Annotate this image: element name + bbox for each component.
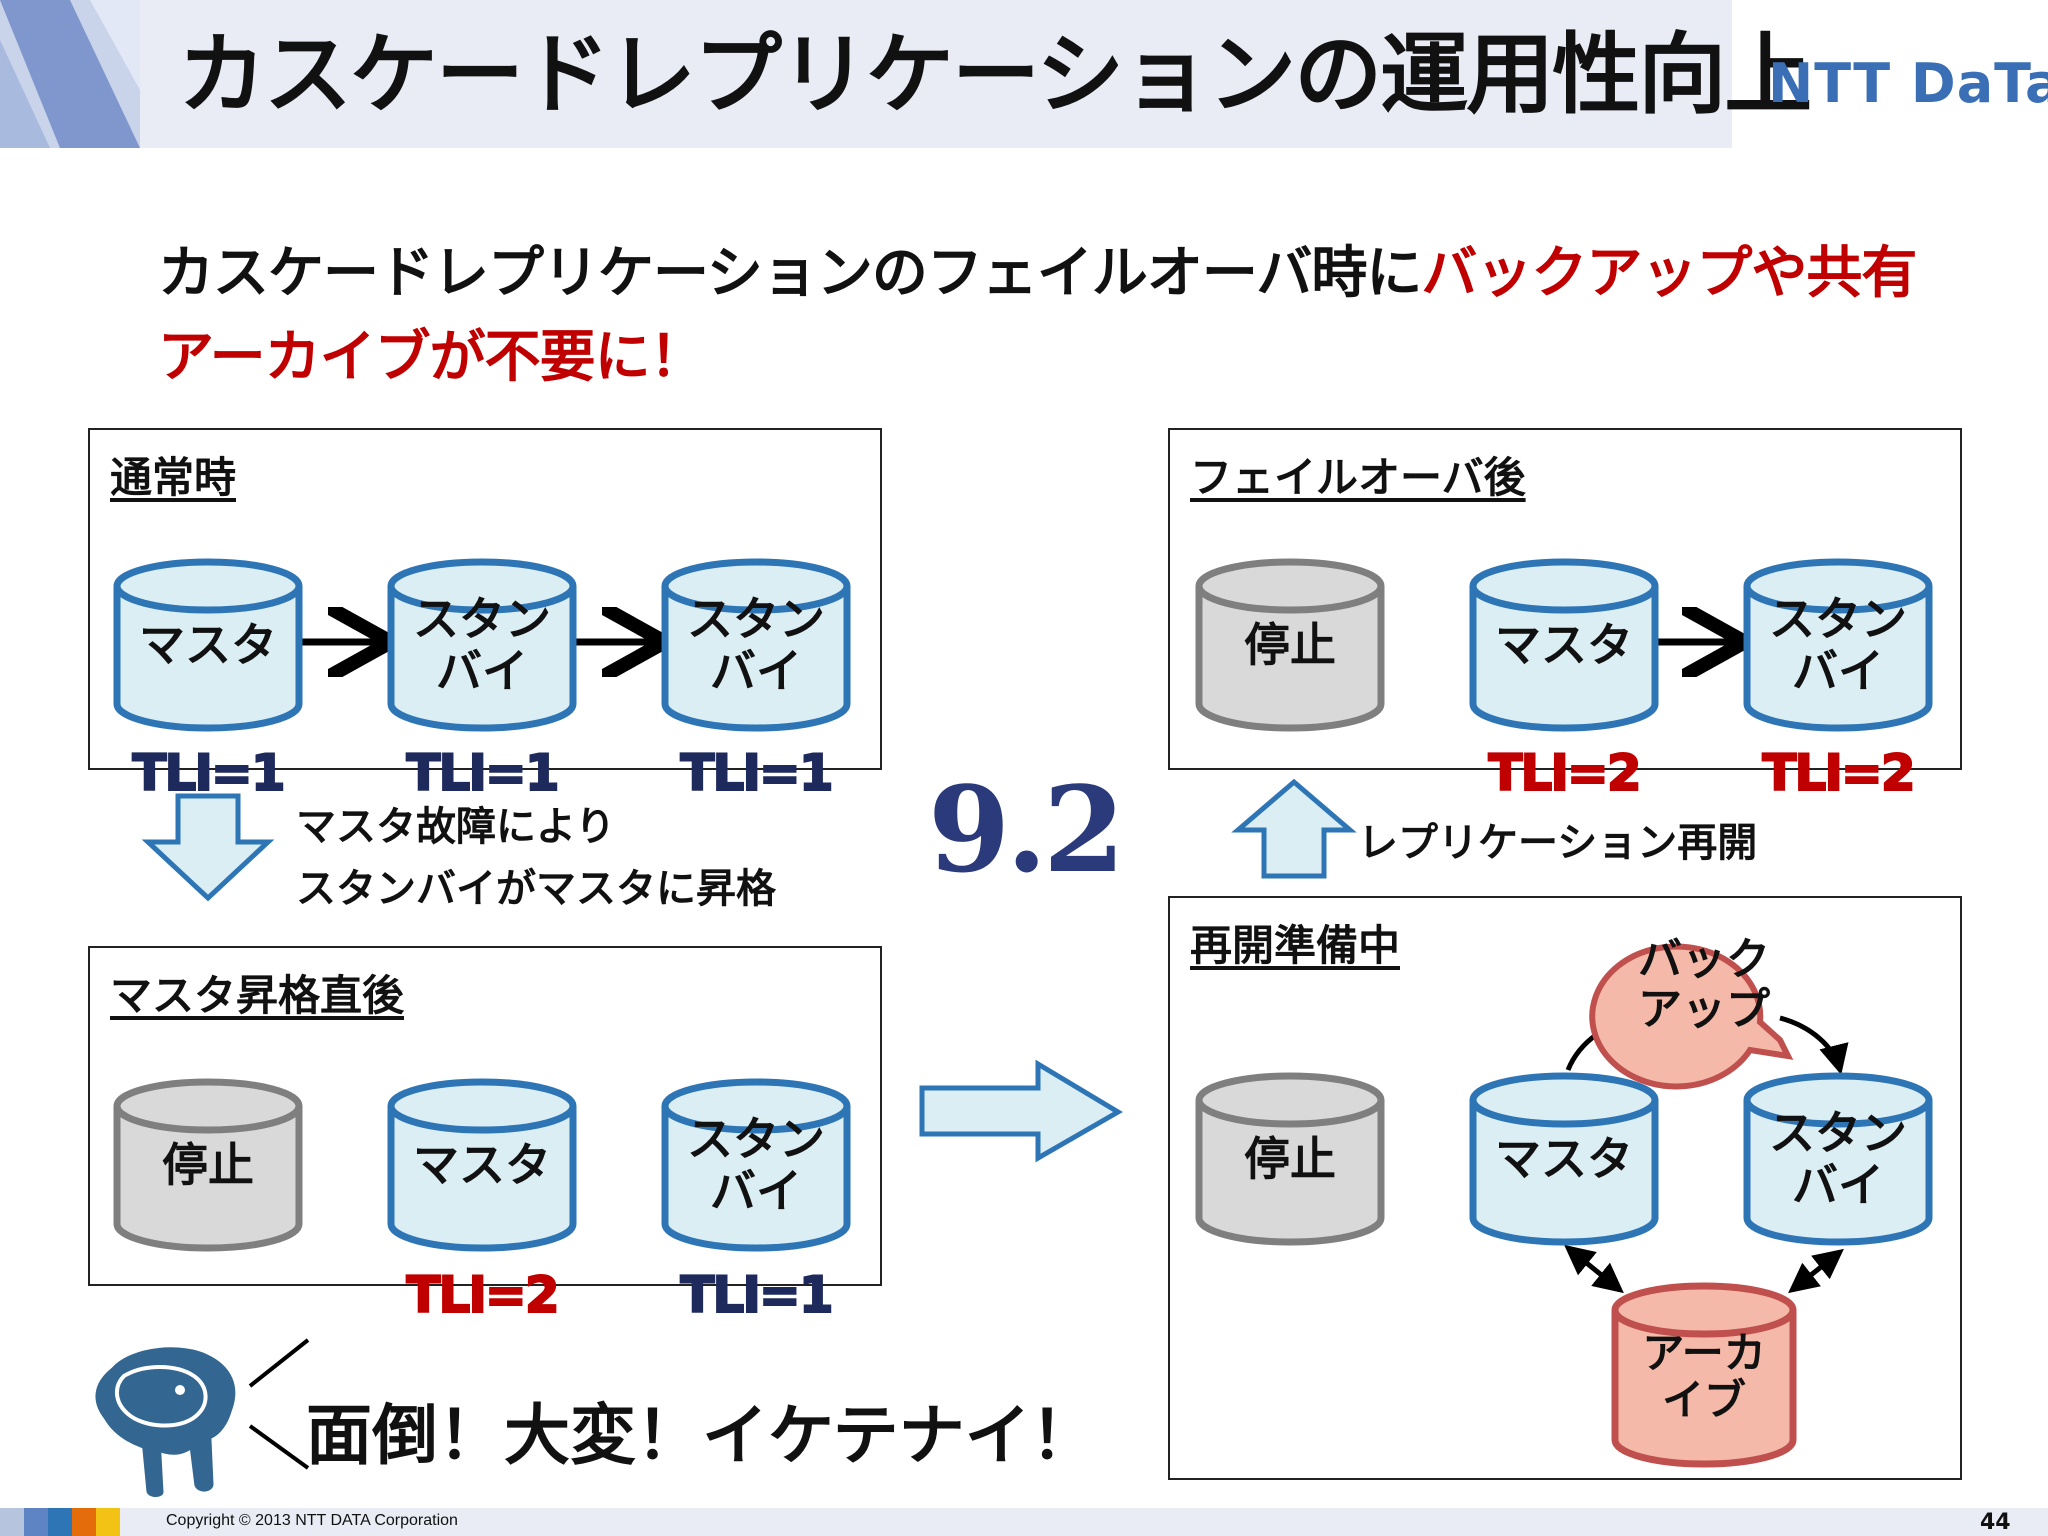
- cylinder-label: スタン: [687, 1112, 825, 1166]
- database-layer: マスタTLI=1スタンバイTLI=1スタンバイTLI=1停止マスタTLI=2スタ…: [113, 558, 1933, 1325]
- cylinder-label: イブ: [1662, 1376, 1746, 1425]
- backup-label-line: バック: [1638, 934, 1770, 985]
- promotion-note-line1: マスタ故障により: [296, 804, 616, 850]
- archive-cylinder: アーカイブ: [1611, 1282, 1797, 1468]
- promotion-note: マスタ故障により スタンバイがマスタに昇格: [296, 796, 776, 920]
- tli-label: TLI=2: [1488, 744, 1639, 802]
- archive-link-arrow: [1564, 1244, 1624, 1294]
- backup-label-line: アップ: [1638, 984, 1770, 1035]
- backup-bubble: [1589, 943, 1794, 1090]
- tli-label: TLI=1: [680, 744, 831, 802]
- stopped-db-cylinder: 停止: [1195, 1072, 1385, 1246]
- cylinder-label: スタン: [1769, 592, 1907, 646]
- db-cylinder: マスタ: [113, 558, 303, 732]
- panel-promoted-title: マスタ昇格直後: [110, 971, 405, 1020]
- db-cylinder: マスタ: [387, 1078, 577, 1252]
- cylinder-label: スタン: [687, 592, 825, 646]
- postgres-elephant-icon: [90, 1342, 241, 1502]
- header-bar: [0, 0, 2048, 148]
- ntt-data-logo: NTT DaTa: [1768, 52, 2048, 115]
- db-cylinder: スタンバイ: [387, 558, 577, 732]
- speech-line: [248, 1338, 310, 1388]
- up-arrow-icon: [1231, 778, 1357, 879]
- db-cylinder: スタンバイ: [1743, 558, 1933, 732]
- stopped-db-cylinder: 停止: [1195, 558, 1385, 732]
- tli-label: TLI=2: [1762, 744, 1913, 802]
- cylinder-label: バイ: [710, 1164, 802, 1218]
- down-arrow-icon: [141, 793, 275, 902]
- speech-line: [248, 1424, 310, 1470]
- cylinder-label: 停止: [162, 1138, 254, 1192]
- backup-cycle-arrow: [1779, 1015, 1849, 1075]
- cylinder-label: スタン: [1769, 1106, 1907, 1160]
- archive-db: アーカイブ: [1611, 1282, 1797, 1468]
- panel-normal-title: 通常時: [110, 453, 237, 502]
- page-number: 44: [1980, 1510, 2011, 1535]
- complaint-text: 面倒！大変！イケテナイ！: [306, 1397, 1097, 1474]
- cylinder-label: バイ: [710, 644, 802, 698]
- stopped-db-cylinder: 停止: [113, 1078, 303, 1252]
- version-label: 9.2: [928, 760, 1125, 899]
- right-arrow-icon: [919, 1059, 1123, 1163]
- cylinder-label: マスタ: [1495, 618, 1633, 672]
- cylinder-label: 停止: [1244, 1132, 1336, 1186]
- cylinder-label: マスタ: [413, 1138, 551, 1192]
- cylinder-label: マスタ: [139, 618, 277, 672]
- tli-label: TLI=1: [680, 1266, 831, 1324]
- db-cylinder: スタンバイ: [661, 558, 851, 732]
- cylinder-label: バイ: [1792, 1158, 1884, 1212]
- db-cylinder: マスタ: [1469, 1072, 1659, 1246]
- cylinder-label: バイ: [1792, 644, 1884, 698]
- db-cylinder: スタンバイ: [1743, 1072, 1933, 1246]
- promotion-note-line2: スタンバイがマスタに昇格: [296, 866, 776, 912]
- tli-label: TLI=1: [406, 744, 557, 802]
- footer-color-squares: [0, 1508, 120, 1536]
- headline-black-text: カスケードレプリケーションのフェイルオーバ時に: [158, 241, 1422, 306]
- headline: カスケードレプリケーションのフェイルオーバ時にバックアップや共有アーカイブが不要…: [158, 232, 1958, 400]
- backup-label: バックアップ: [1638, 934, 1770, 1035]
- cylinder-label: 停止: [1244, 618, 1336, 672]
- corner-decoration: [0, 0, 140, 148]
- copyright: Copyright © 2013 NTT DATA Corporation: [166, 1512, 458, 1529]
- footer-bar: [0, 1508, 2048, 1536]
- slide-title: カスケードレプリケーションの運用性向上: [178, 23, 1812, 126]
- tli-label: TLI=1: [132, 744, 283, 802]
- resume-note: レプリケーション再開: [1358, 820, 1758, 866]
- cylinder-label: マスタ: [1495, 1132, 1633, 1186]
- headline-red-text: バックアップや共有アーカイブが不要に！: [158, 241, 1917, 390]
- cylinder-label: アーカ: [1642, 1328, 1765, 1377]
- cylinder-label: バイ: [436, 644, 528, 698]
- db-cylinder: スタンバイ: [661, 1078, 851, 1252]
- cylinder-label: スタン: [413, 592, 551, 646]
- archive-link-arrow: [1788, 1248, 1844, 1294]
- panel-after-title: フェイルオーバ後: [1190, 453, 1526, 502]
- db-cylinder: マスタ: [1469, 558, 1659, 732]
- panel-preparing-title: 再開準備中: [1190, 921, 1401, 970]
- tli-label: TLI=2: [406, 1266, 557, 1324]
- logo-area: [1732, 0, 2048, 148]
